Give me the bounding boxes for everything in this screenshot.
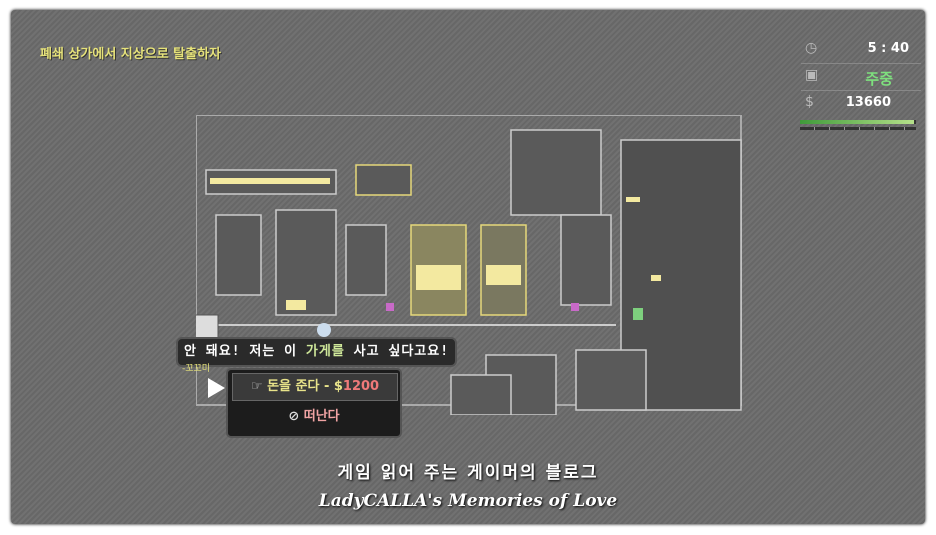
speaker-name: -꼬꼬미 [182, 364, 211, 374]
dollar-icon: $ [805, 94, 814, 110]
day-status: 주중 [865, 70, 893, 88]
potion-object [317, 323, 331, 337]
hand-money-icon: ☞ [250, 379, 263, 394]
option-price: 1200 [342, 379, 380, 394]
hud-money: $ 13660 [801, 91, 921, 117]
npc-marker [571, 303, 579, 311]
dialogue-text: 안 돼요! 저는 이 [184, 344, 306, 359]
dialogue-highlight: 가게를 [305, 344, 345, 359]
time-value: 5 : 40 [867, 41, 909, 56]
stamina-ticks [800, 127, 916, 130]
give-money-option[interactable]: ☞ 돈을 준다 - $1200 [232, 373, 398, 401]
npc-marker [386, 303, 394, 311]
calendar-icon: ▣ [805, 67, 819, 83]
map-area [196, 115, 742, 415]
energy-bar [800, 120, 916, 124]
objective-text: 폐쇄 상가에서 지상으로 탈출하자 [40, 47, 222, 62]
leave-option[interactable]: ⊘ 떠난다 [232, 404, 396, 430]
clock-icon: ◷ [805, 40, 818, 56]
hud-day: ▣ 주중 [801, 64, 921, 91]
energy-bar-fill [800, 120, 914, 124]
dialogue-text-end: 사고 싶다고요! [344, 344, 450, 359]
dialogue-box: 안 돼요! 저는 이 가게를 사고 싶다고요! [176, 337, 458, 367]
lit-windows [210, 178, 661, 310]
selection-cursor-icon [208, 378, 225, 398]
hud-time: ◷ 5 : 40 [801, 37, 921, 64]
watermark-line2: LadyCALLA's Memories of Love [318, 491, 618, 511]
watermark-line1: 게임 읽어 주는 게이머의 블로그 [337, 463, 599, 483]
money-value: 13660 [845, 95, 891, 110]
option-label: 떠난다 [303, 409, 340, 424]
choice-menu: ☞ 돈을 준다 - $1200 ⊘ 떠난다 [226, 368, 402, 438]
game-screen: 폐쇄 상가에서 지상으로 탈출하자 ◷ 5 : 40 ▣ 주중 $ 13660 [11, 10, 925, 524]
eye-slash-icon: ⊘ [288, 409, 300, 424]
option-label: 돈을 준다 - $ [267, 379, 343, 394]
npc-marker [633, 308, 643, 320]
